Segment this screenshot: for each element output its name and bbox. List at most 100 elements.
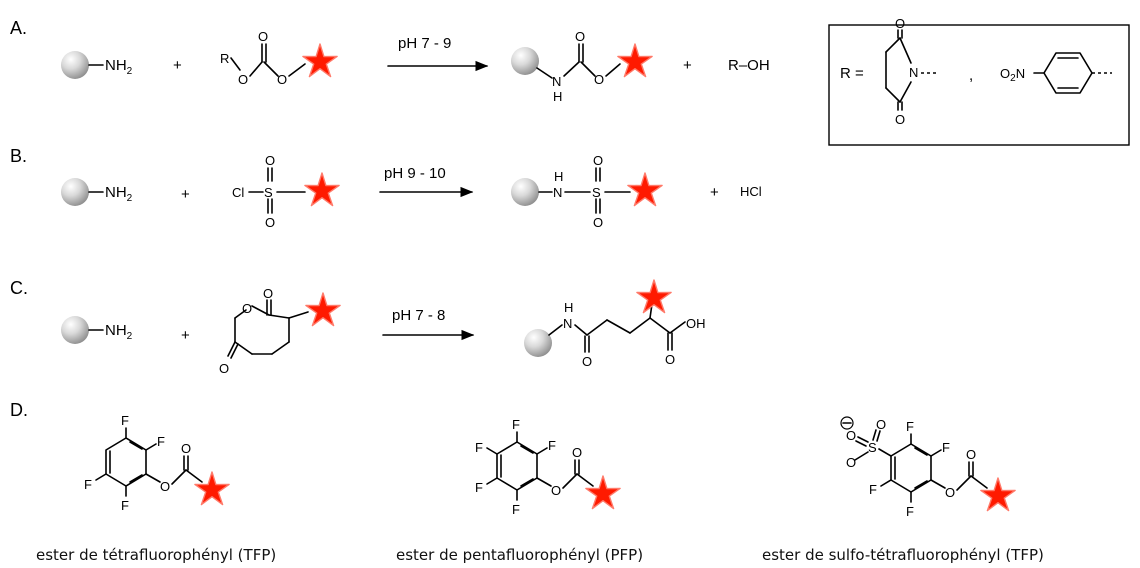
svg-text:S: S bbox=[264, 185, 273, 200]
svg-text:O: O bbox=[238, 72, 248, 87]
panel-label-b: B. bbox=[10, 146, 27, 166]
svg-text:O: O bbox=[895, 16, 905, 31]
svg-text:H: H bbox=[553, 89, 562, 104]
svg-text:O: O bbox=[181, 441, 191, 456]
svg-text:F: F bbox=[475, 480, 483, 495]
succinimide-group: O O N bbox=[885, 16, 939, 127]
svg-text:O: O bbox=[242, 301, 252, 316]
svg-text:O: O bbox=[593, 215, 603, 230]
svg-text:F: F bbox=[121, 413, 129, 428]
svg-text:O: O bbox=[846, 455, 856, 470]
svg-text:H: H bbox=[554, 169, 563, 184]
star-a1 bbox=[302, 43, 338, 78]
glutaric-anhydride: O O O bbox=[219, 286, 309, 376]
r-equals: R = bbox=[840, 65, 864, 82]
nitrophenyl-group: O2N bbox=[1000, 52, 1112, 94]
amine-b: NH2 bbox=[105, 184, 133, 204]
svg-text:F: F bbox=[906, 419, 914, 434]
svg-text:O: O bbox=[572, 445, 582, 460]
condition-b: pH 9 - 10 bbox=[384, 165, 446, 182]
panel-label-d: D. bbox=[10, 400, 28, 420]
svg-text:N: N bbox=[909, 65, 918, 80]
amide-product: N H O O OH bbox=[524, 300, 706, 369]
svg-text:O: O bbox=[895, 112, 905, 127]
tfp-ester: F F F F O O ester de tétrafluorophényl (… bbox=[36, 413, 276, 564]
pfp-ester: F F F F F O O ester de pentafluorophényl… bbox=[396, 417, 643, 564]
svg-text:O: O bbox=[665, 352, 675, 367]
svg-text:O: O bbox=[219, 361, 229, 376]
r-group-box: R = O O N , O2N bbox=[828, 16, 1130, 146]
plus-c1: + bbox=[181, 327, 190, 344]
star-d2 bbox=[585, 475, 621, 510]
star-c1 bbox=[305, 292, 341, 327]
svg-text:O: O bbox=[551, 483, 561, 498]
negative-charge bbox=[840, 416, 854, 430]
svg-text:O: O bbox=[966, 447, 976, 462]
svg-text:O: O bbox=[945, 485, 955, 500]
svg-text:F: F bbox=[512, 417, 520, 432]
svg-text:F: F bbox=[512, 502, 520, 517]
caption-sulfo: ester de sulfo-tétrafluorophényl (TFP) bbox=[762, 546, 1044, 564]
panel-label-c: C. bbox=[10, 278, 28, 298]
svg-text:F: F bbox=[121, 498, 129, 513]
svg-text:F: F bbox=[869, 482, 877, 497]
activated-carbonate: R O O O bbox=[220, 29, 306, 87]
sulfo-tfp-ester: F F F F S O O O O O ester de sulfo-tétra… bbox=[762, 416, 1044, 564]
svg-text:N: N bbox=[563, 316, 572, 331]
bead-b-product bbox=[511, 178, 539, 206]
caption-pfp: ester de pentafluorophényl (PFP) bbox=[396, 546, 643, 564]
star-b1 bbox=[304, 172, 340, 207]
svg-text:H: H bbox=[564, 300, 573, 315]
svg-text:OH: OH bbox=[686, 316, 706, 331]
svg-text:F: F bbox=[548, 438, 556, 453]
svg-text:O: O bbox=[575, 29, 585, 44]
svg-text:S: S bbox=[592, 185, 601, 200]
svg-text:Cl: Cl bbox=[232, 185, 244, 200]
svg-text:F: F bbox=[475, 440, 483, 455]
bead-c bbox=[61, 316, 89, 344]
svg-text:F: F bbox=[157, 434, 165, 449]
bead-b bbox=[61, 178, 89, 206]
alcohol-byproduct: R–OH bbox=[728, 57, 770, 74]
bead-a bbox=[61, 51, 89, 79]
hcl-byproduct: HCl bbox=[740, 184, 762, 199]
reaction-b: NH2 + Cl S O O pH 9 - 10 N H S O O bbox=[61, 153, 762, 230]
caption-tfp: ester de tétrafluorophényl (TFP) bbox=[36, 546, 276, 564]
plus-b1: + bbox=[181, 186, 190, 203]
svg-text:O: O bbox=[265, 153, 275, 168]
condition-a: pH 7 - 9 bbox=[398, 35, 451, 52]
svg-text:N: N bbox=[552, 74, 561, 89]
svg-text:F: F bbox=[942, 440, 950, 455]
star-d3 bbox=[980, 477, 1016, 512]
svg-text:O: O bbox=[593, 153, 603, 168]
plus-a1: + bbox=[173, 57, 182, 74]
svg-text:O: O bbox=[594, 72, 604, 87]
condition-c: pH 7 - 8 bbox=[392, 307, 445, 324]
comma: , bbox=[969, 67, 973, 84]
star-c2 bbox=[636, 279, 672, 314]
star-d1 bbox=[194, 471, 230, 506]
amine-c: NH2 bbox=[105, 322, 133, 342]
svg-text:O: O bbox=[277, 72, 287, 87]
svg-text:F: F bbox=[906, 504, 914, 519]
svg-text:O: O bbox=[160, 479, 170, 494]
amine-a: NH2 bbox=[105, 57, 133, 77]
panel-label-a: A. bbox=[10, 18, 27, 38]
svg-text:F: F bbox=[84, 477, 92, 492]
svg-text:O: O bbox=[265, 215, 275, 230]
plus-a2: + bbox=[683, 57, 692, 74]
svg-text:R: R bbox=[220, 51, 229, 66]
star-b2 bbox=[627, 172, 663, 207]
svg-text:N: N bbox=[553, 185, 562, 200]
svg-text:O2N: O2N bbox=[1000, 66, 1025, 84]
svg-text:O: O bbox=[258, 29, 268, 44]
svg-text:O: O bbox=[582, 354, 592, 369]
svg-text:O: O bbox=[846, 428, 856, 443]
star-a2 bbox=[617, 43, 653, 78]
sulfonyl-chloride: Cl S O O bbox=[232, 153, 306, 230]
plus-b2: + bbox=[710, 184, 719, 201]
svg-text:S: S bbox=[868, 440, 877, 455]
reaction-a: NH2 + R O O O pH 7 - 9 N H O O + R–OH bbox=[61, 29, 770, 104]
